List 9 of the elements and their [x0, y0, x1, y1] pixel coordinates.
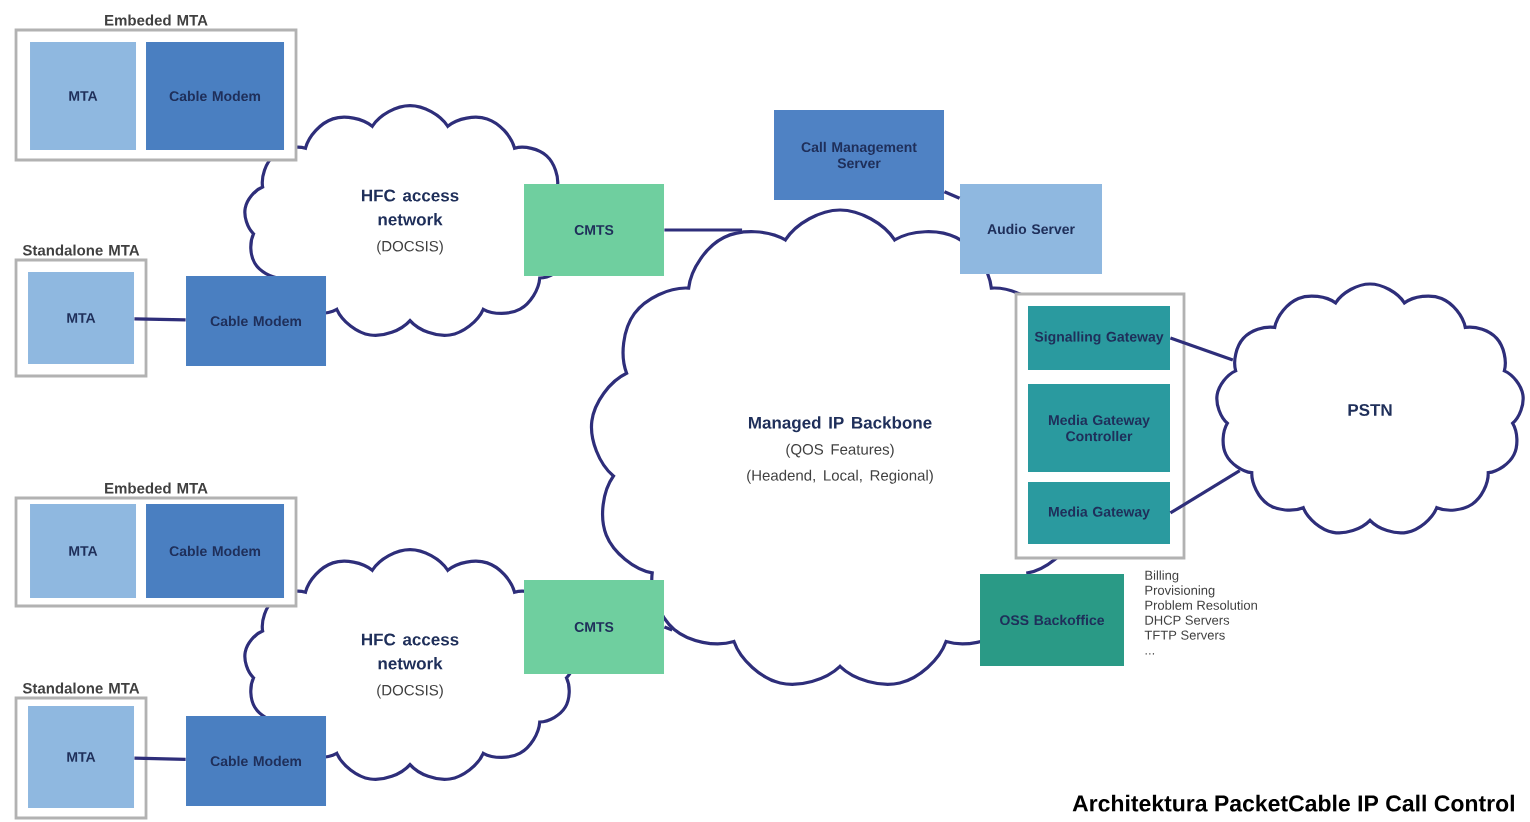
connector-line — [134, 756, 186, 761]
connector-line — [1169, 469, 1241, 515]
diagram-title: Architektura PacketCable IP Call Control — [1072, 794, 1514, 812]
connector-line — [134, 317, 186, 322]
connector-line — [1169, 336, 1234, 362]
connector-line — [664, 228, 743, 232]
network-cloud: PSTN — [1215, 282, 1525, 535]
connector-line — [663, 625, 673, 632]
connector-line — [943, 190, 961, 200]
